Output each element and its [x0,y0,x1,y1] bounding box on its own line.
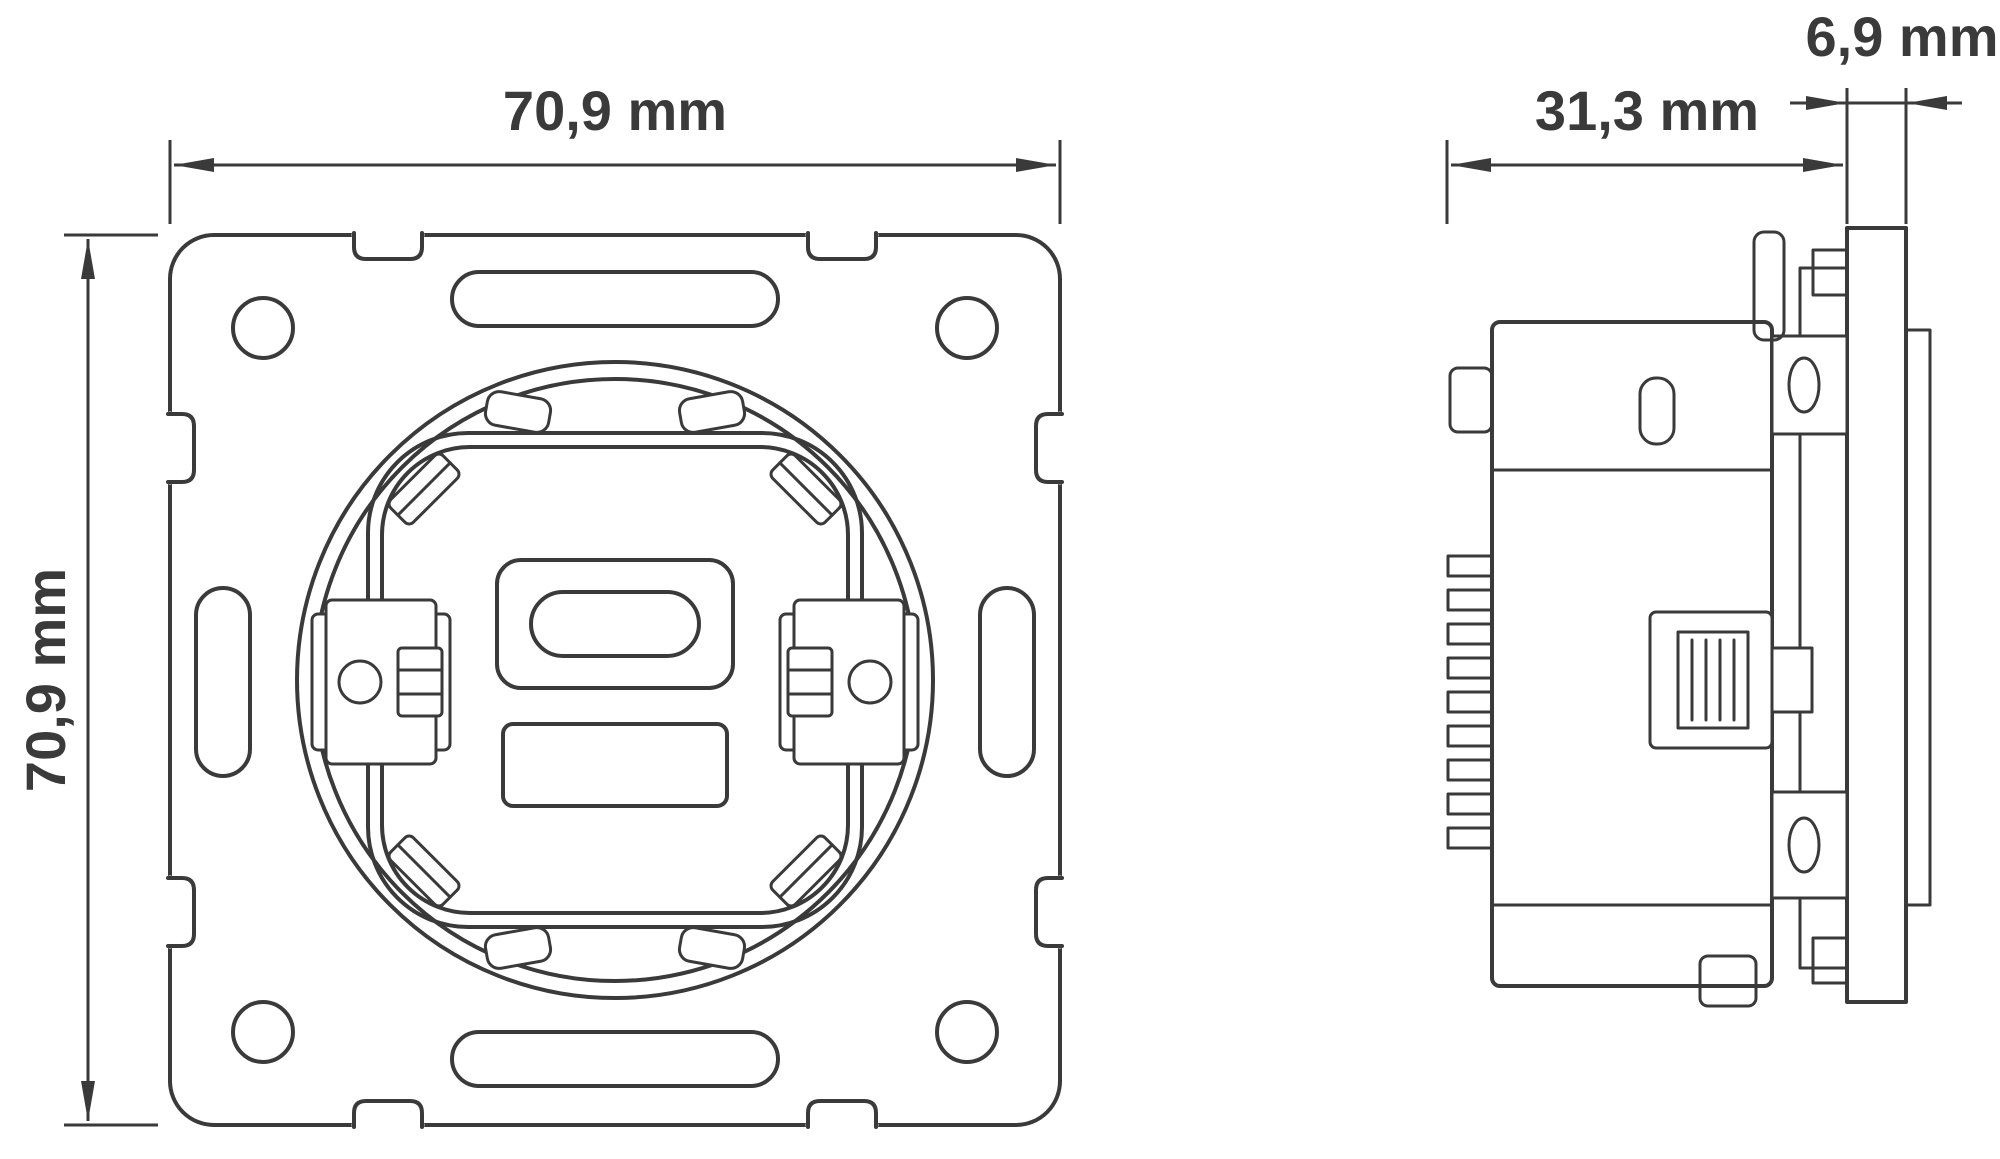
side-tab [1448,366,1494,434]
heatsink-fins [1446,554,1494,850]
bezel-inner [380,445,850,915]
corner-screw-hole [231,1000,295,1064]
screw-hole-side [1638,376,1676,446]
right-mounting-slot [978,586,1036,778]
diagonal-latches [387,452,843,908]
corner-screw-hole [935,296,999,360]
side-view [1446,226,1932,1008]
screw-side [1787,356,1821,414]
claw-screw [337,659,383,705]
front-view [166,231,1064,1129]
bottom-mounting-slot [450,1030,780,1088]
dim-flange-label: 6,9 mm [1806,5,1999,68]
top-hook [1811,248,1849,297]
side-latch [1648,610,1814,750]
edge-notches [166,231,1064,1129]
lower-port [501,722,729,808]
claw-screw [847,659,893,705]
lower-connector [1770,790,1849,900]
frame-flange [1845,226,1908,1004]
top-mounting-slot [450,270,780,328]
usb-c-slot [529,590,701,658]
left-mounting-slot [194,586,252,778]
front-dimensions: 70,9 mm 70,9 mm [14,79,1062,1127]
support-plate [1798,266,1849,970]
dim-width-label: 70,9 mm [503,79,727,142]
side-dimensions: 31,3 mm 6,9 mm [1445,5,1999,224]
upper-connector [1770,334,1849,436]
dim-height-label: 70,9 mm [14,568,77,792]
fixing-lugs [483,390,747,970]
top-screw-piece [1752,230,1786,342]
bottom-hook [1811,936,1849,985]
screw-side [1787,816,1821,874]
corner-screw-hole [231,296,295,360]
latch-grille [1690,638,1736,722]
bottom-foot [1698,954,1758,1008]
usb-port-frame [495,558,735,690]
rear-claw-arm [1904,328,1932,907]
dim-depth-label: 31,3 mm [1535,79,1759,142]
mounting-plate-outline [168,233,1062,1127]
outer-ring [295,360,935,1000]
left-claw-assembly [310,598,452,766]
right-claw-assembly [778,598,920,766]
corner-screw-hole [935,1000,999,1064]
